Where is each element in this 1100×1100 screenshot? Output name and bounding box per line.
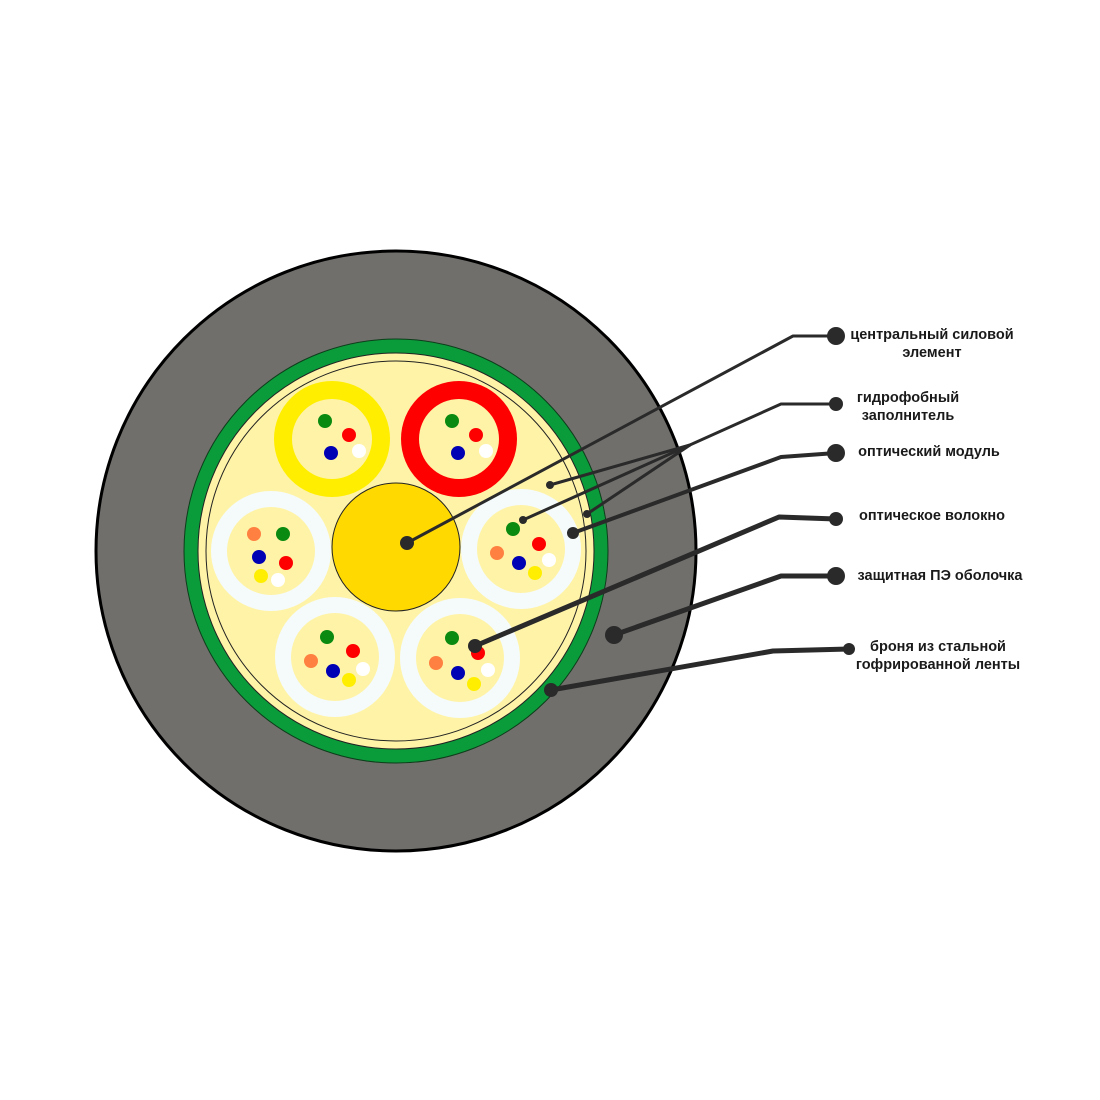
module-yellow — [274, 381, 390, 497]
module-gel — [419, 399, 499, 479]
fiber-orange — [247, 527, 261, 541]
label-steel-armor-line2: гофрированной ленты — [855, 657, 1021, 673]
dot-central-member-inner — [400, 536, 414, 550]
fiber-green — [506, 522, 520, 536]
module-white-left — [211, 491, 331, 611]
label-water-blocking-filler-line2: заполнитель — [861, 408, 955, 424]
fiber-blue — [252, 550, 266, 564]
leader-filler-b — [521, 402, 838, 522]
fiber-white — [481, 663, 495, 677]
fiber-green — [445, 631, 459, 645]
module-gel — [416, 614, 504, 702]
leader-pe-sheath — [611, 573, 839, 638]
fiber-orange — [490, 546, 504, 560]
module-red — [401, 381, 517, 497]
fiber-yellow — [467, 677, 481, 691]
dot-pe-sheath-inner — [605, 626, 623, 644]
dot-optical-fiber-inner — [468, 639, 482, 653]
fiber-blue — [324, 446, 338, 460]
label-water-blocking-filler-line1: гидрофобный — [856, 390, 960, 406]
dot-filler-c — [583, 510, 591, 518]
label-pe-sheath: защитная ПЭ оболочка — [850, 567, 1030, 585]
fiber-red — [342, 428, 356, 442]
module-white-bottom-right — [400, 598, 520, 718]
central-strength-member — [331, 482, 461, 612]
label-water-blocking-filler: гидрофобный заполнитель — [848, 389, 968, 425]
fiber-white — [542, 553, 556, 567]
leader-filler-c — [585, 443, 692, 516]
fiber-red — [469, 428, 483, 442]
fiber-yellow — [528, 566, 542, 580]
label-optical-module-line1: оптический модуль — [858, 444, 1000, 460]
dot-pe-sheath-outer — [827, 567, 845, 585]
module-gel — [291, 613, 379, 701]
fiber-white — [271, 573, 285, 587]
fiber-blue — [451, 666, 465, 680]
fiber-green — [318, 414, 332, 428]
dot-filler-b-inner — [519, 516, 527, 524]
label-steel-armor: броня из стальной гофрированной ленты — [850, 638, 1026, 674]
fiber-white — [356, 662, 370, 676]
inner-binder-line — [205, 360, 587, 742]
label-central-strength-member-line1: центральный силовой — [850, 327, 1014, 343]
dot-central-member-outer — [827, 327, 845, 345]
leader-lines — [405, 334, 852, 693]
leader-steel-armor — [548, 646, 852, 693]
label-optical-module: оптический модуль — [852, 443, 1006, 461]
dot-optical-module-outer — [827, 444, 845, 462]
module-gel — [227, 507, 315, 595]
dot-steel-armor-inner — [544, 683, 558, 697]
fiber-white — [479, 444, 493, 458]
module-gel — [292, 399, 372, 479]
dot-optical-fiber-outer — [829, 512, 843, 526]
leader-central-member — [405, 334, 838, 545]
fiber-yellow — [254, 569, 268, 583]
leader-optical-module — [571, 451, 838, 535]
fiber-red — [279, 556, 293, 570]
dot-filler-a — [546, 481, 554, 489]
module-white-right — [461, 489, 581, 609]
leader-endpoints — [400, 327, 855, 697]
fiber-red — [532, 537, 546, 551]
dot-steel-armor-outer — [843, 643, 855, 655]
label-pe-sheath-line1: защитная ПЭ оболочка — [857, 568, 1023, 584]
dot-filler-b-outer — [829, 397, 843, 411]
fiber-white — [352, 444, 366, 458]
label-steel-armor-line1: броня из стальной — [870, 639, 1006, 655]
fiber-blue — [451, 446, 465, 460]
label-central-strength-member-line2: элемент — [902, 345, 962, 361]
module-gel — [477, 505, 565, 593]
leader-optical-fiber — [472, 514, 839, 649]
dot-optical-module-inner — [567, 527, 579, 539]
fiber-blue — [326, 664, 340, 678]
fiber-green — [276, 527, 290, 541]
fiber-red — [346, 644, 360, 658]
fiber-green — [445, 414, 459, 428]
fiber-orange — [429, 656, 443, 670]
label-optical-fiber-line1: оптическое волокно — [859, 508, 1005, 524]
optical-modules — [211, 381, 581, 718]
leader-filler-a — [548, 443, 692, 487]
fiber-yellow — [342, 673, 356, 687]
label-optical-fiber: оптическое волокно — [850, 507, 1014, 525]
module-white-bottom-left — [275, 597, 395, 717]
label-central-strength-member: центральный силовой элемент — [848, 326, 1016, 362]
fiber-orange — [304, 654, 318, 668]
fiber-green — [320, 630, 334, 644]
fiber-blue — [512, 556, 526, 570]
